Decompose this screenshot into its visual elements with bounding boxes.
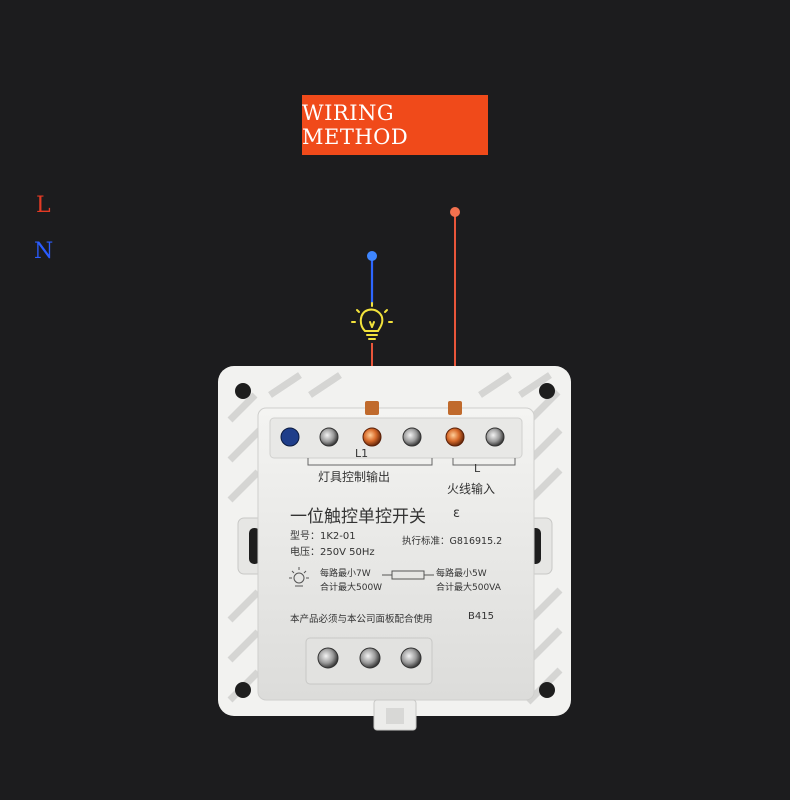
ce-mark: ε [453, 506, 461, 521]
notice-text: 本产品必须与本公司面板配合使用 [290, 614, 433, 625]
terminal-screw [402, 427, 422, 447]
mount-hole [235, 383, 251, 399]
terminal-l1-desc: 灯具控制输出 [318, 470, 391, 484]
copper-clip [448, 401, 462, 415]
fluorescent-max: 合计最大500VA [436, 583, 501, 593]
wire-label-N: N [34, 239, 54, 264]
bottom-screw [400, 647, 422, 669]
fluorescent-tube-icon [382, 570, 434, 580]
lightbulb-icon [351, 302, 393, 340]
terminal-block [269, 417, 523, 459]
terminal-l-desc: 火线输入 [447, 482, 496, 496]
standard-label: 执行标准：G816915.2 [402, 536, 503, 547]
terminal-screw [319, 427, 339, 447]
incandescent-max: 合计最大500W [320, 583, 383, 593]
fluorescent-min: 每路最小5W [436, 569, 487, 579]
mount-hole [539, 383, 555, 399]
bottom-screw [317, 647, 339, 669]
product-name: 一位触控单控开关 [290, 507, 426, 527]
mount-hole [235, 682, 251, 698]
switch-module [218, 366, 571, 731]
title-text: WIRING METHOD [302, 101, 409, 149]
product-code: B415 [468, 611, 494, 622]
bottom-screw [359, 647, 381, 669]
terminal-screw [485, 427, 505, 447]
neutral-junction [367, 251, 377, 261]
terminal-l1-label: L1 [355, 447, 369, 460]
title-banner: WIRING METHOD [302, 95, 488, 155]
terminal-screw-L1 [362, 427, 382, 447]
wire-label-L: L [36, 193, 51, 218]
model-number: 型号：1K2-01 [290, 531, 356, 542]
incandescent-min: 每路最小7W [320, 569, 371, 579]
voltage-rating: 电压：250V 50Hz [290, 547, 375, 558]
bulb-symbol-icon [289, 567, 309, 587]
live-junction [450, 207, 460, 217]
terminal-l-label: L [474, 462, 481, 475]
copper-clip [365, 401, 379, 415]
mount-hole [539, 682, 555, 698]
terminal-screw-L [445, 427, 465, 447]
terminal-screw [280, 427, 300, 447]
